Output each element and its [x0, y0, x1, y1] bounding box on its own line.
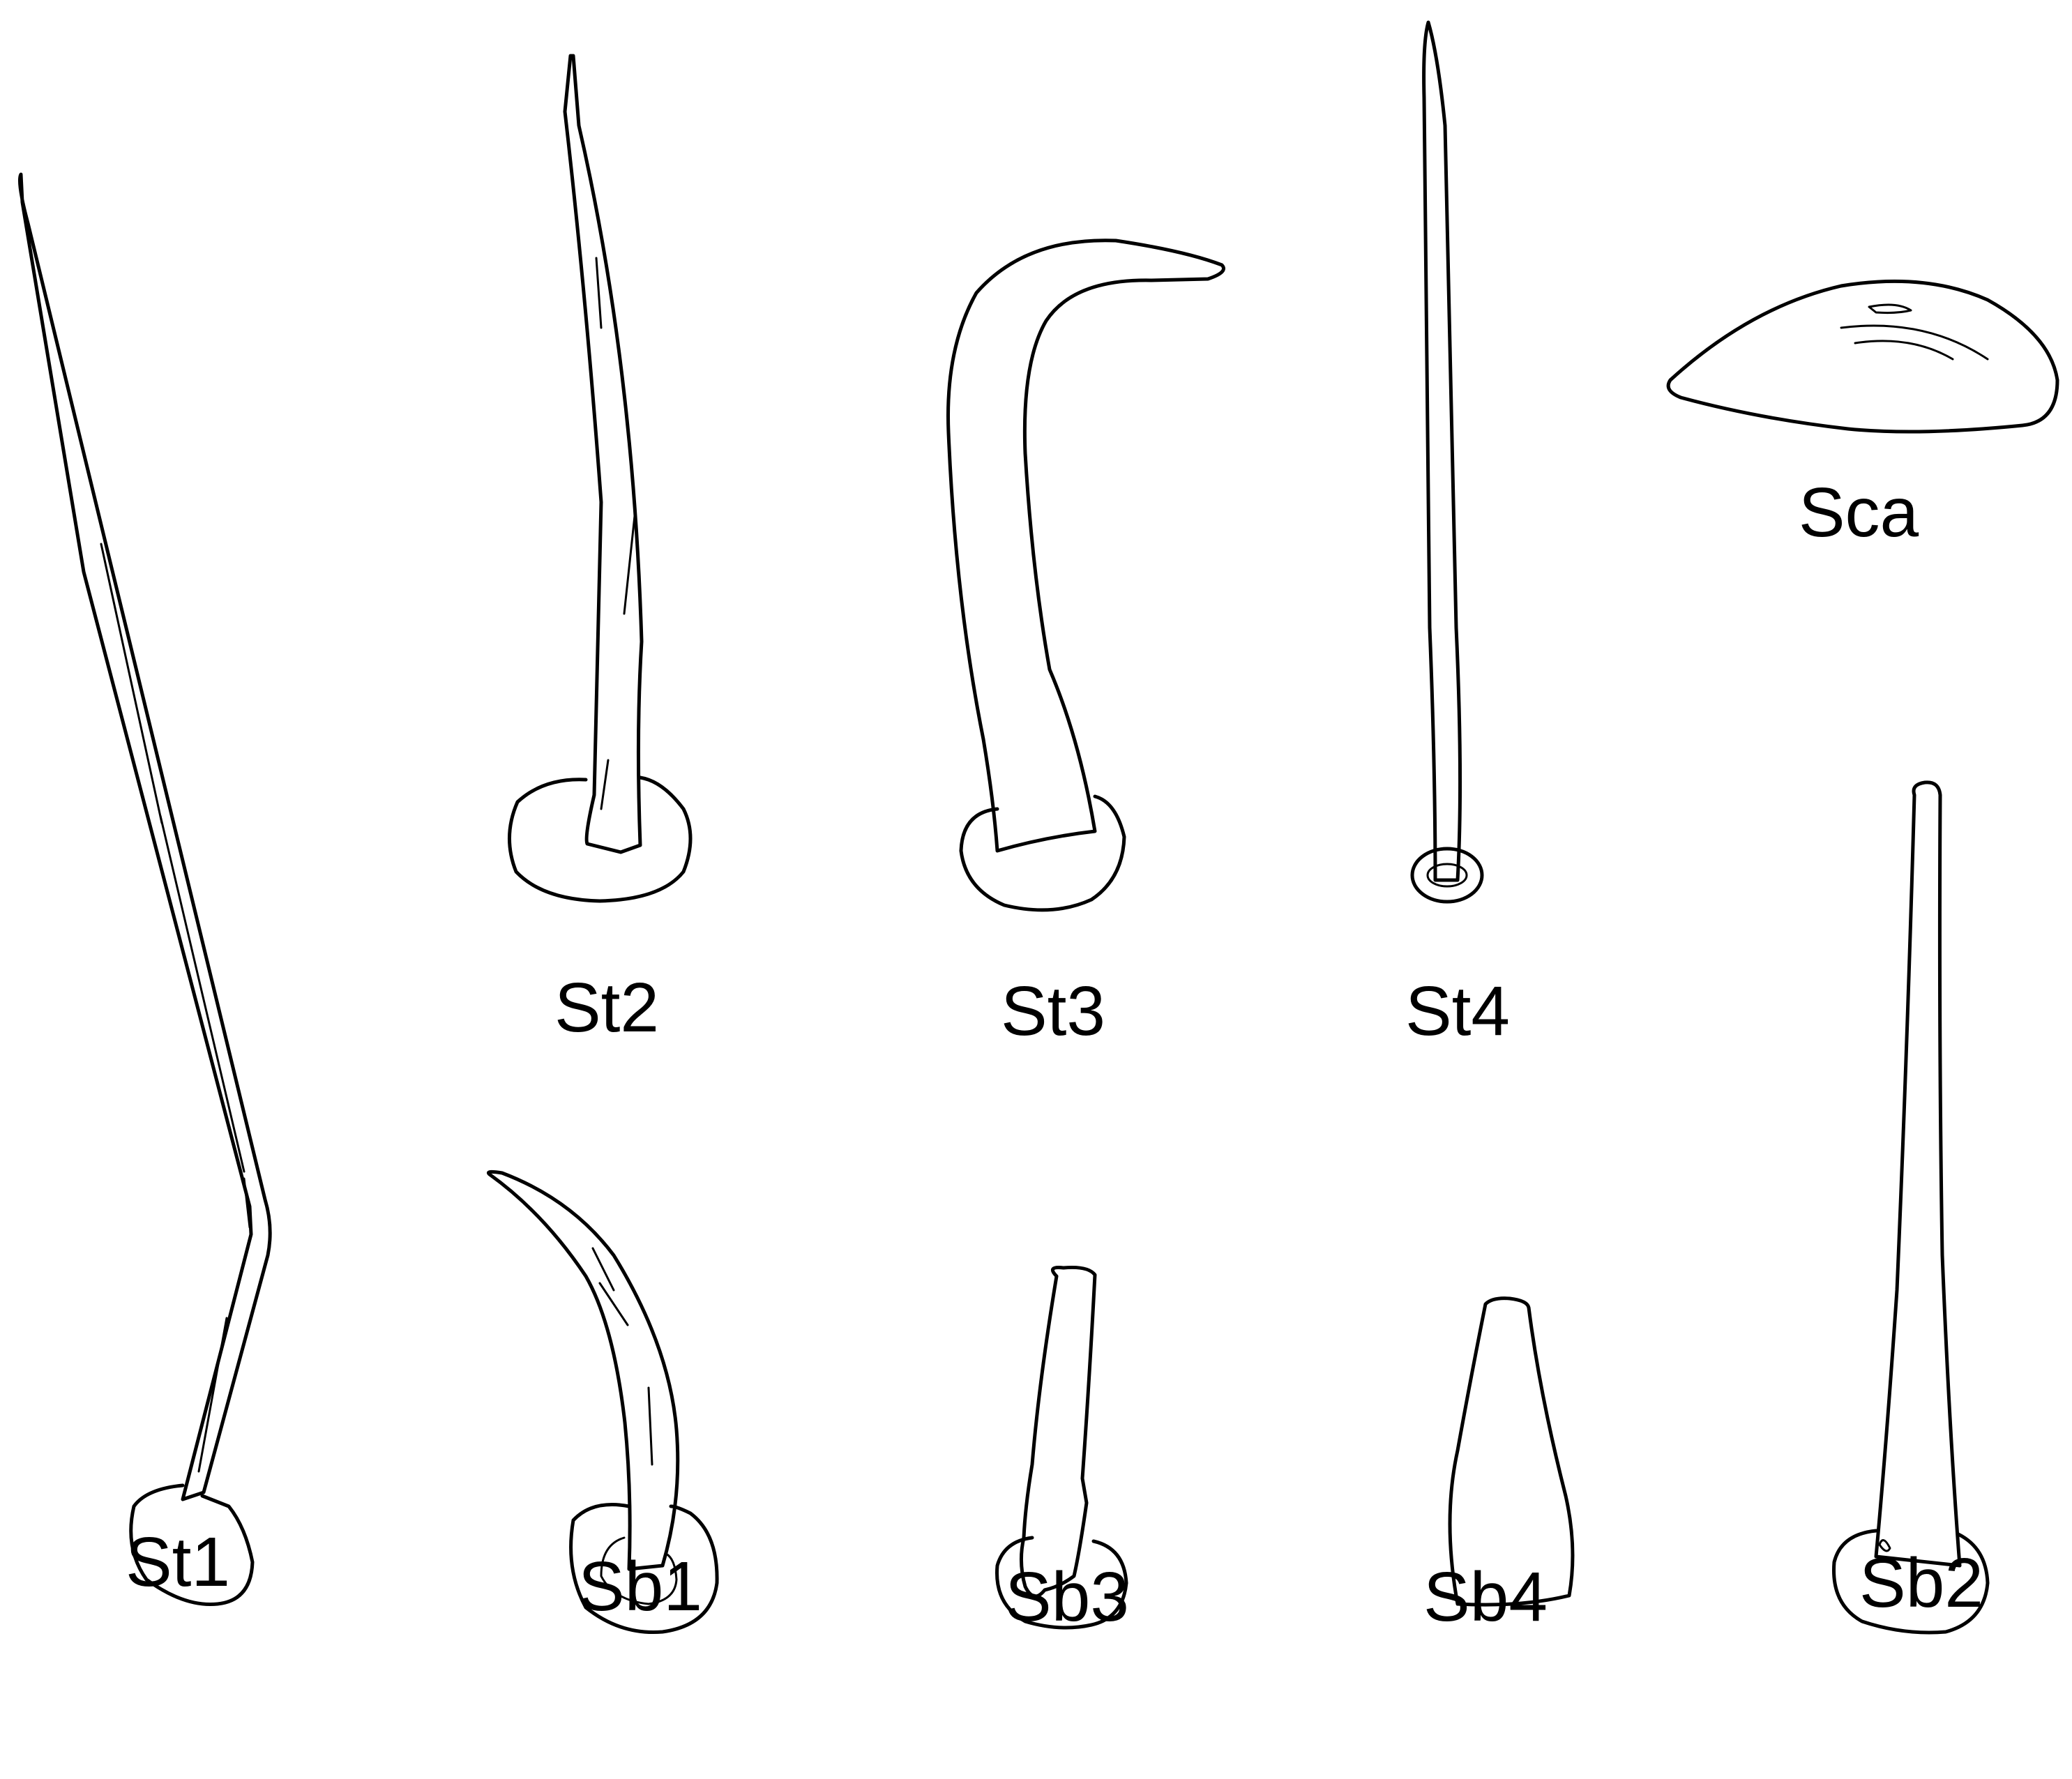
sensillum-st3	[946, 239, 1225, 912]
label-st4: St4	[1405, 972, 1511, 1050]
label-sb2: Sb2	[1859, 1544, 1983, 1622]
sensillum-st4	[1410, 20, 1484, 904]
label-st2: St2	[554, 969, 660, 1047]
sensillum-st1	[17, 172, 272, 1607]
label-sca: Sca	[1798, 474, 1919, 552]
label-sb4: Sb4	[1423, 1558, 1548, 1636]
label-st3: St3	[1000, 972, 1106, 1050]
sensillum-sb2	[1832, 780, 1990, 1635]
sensillum-sb4	[1448, 1296, 1575, 1607]
label-sb1: Sb1	[578, 1547, 702, 1626]
label-st1: St1	[125, 1523, 231, 1601]
label-sb3: Sb3	[1005, 1558, 1129, 1636]
sensillum-sca	[1666, 279, 2059, 434]
sensillum-sb3	[995, 1266, 1128, 1630]
sensillum-st2	[507, 54, 693, 903]
sensillum-sb1	[487, 1169, 719, 1635]
